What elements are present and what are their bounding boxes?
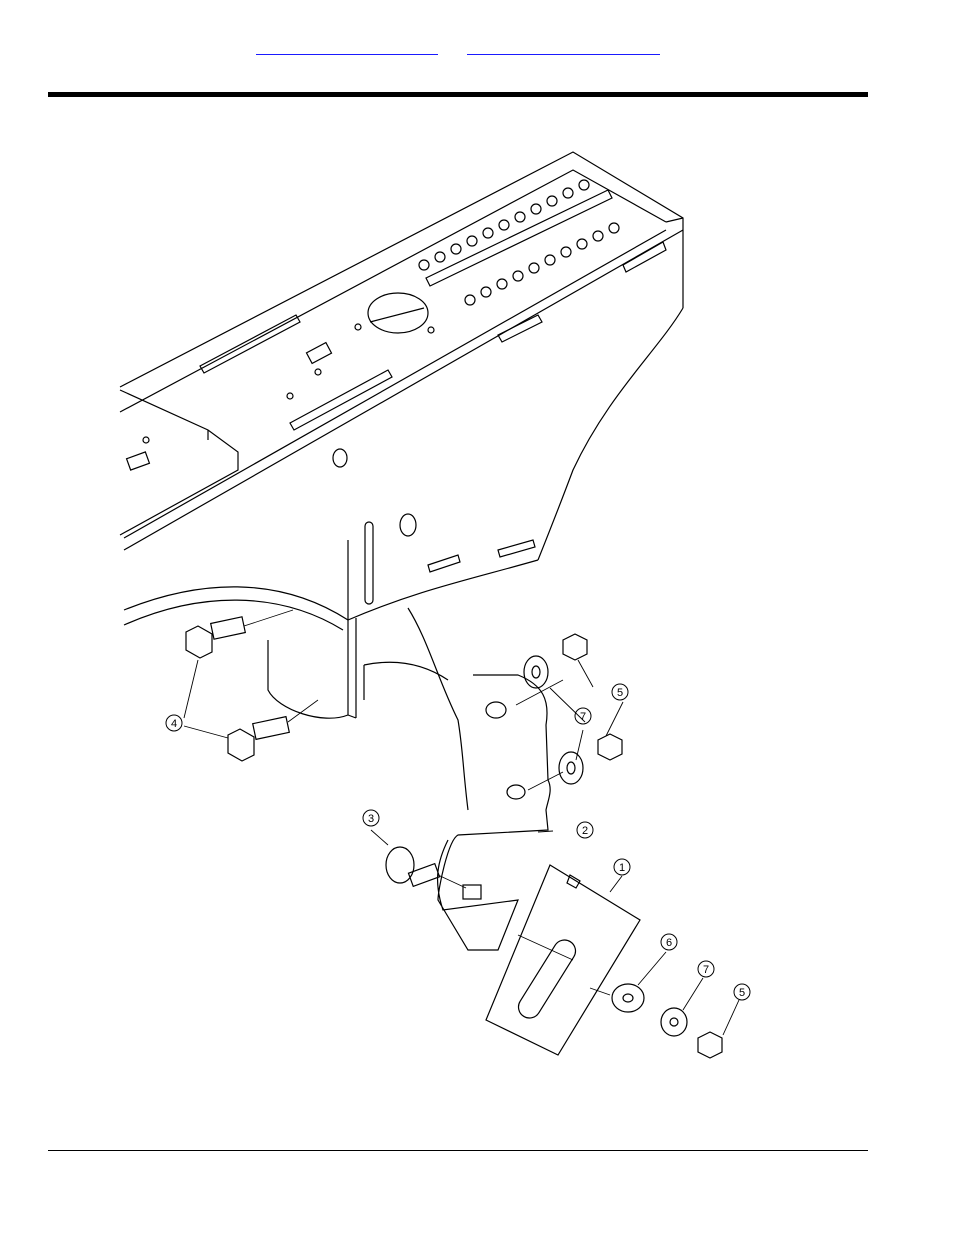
part-carriage-bolt — [386, 847, 440, 886]
footer-rule — [48, 1150, 868, 1151]
part-bracket — [438, 675, 551, 950]
parts-diagram-svg: 1 2 3 4 5 5 6 7 7 — [118, 140, 760, 1078]
callout-labels: 1 2 3 4 5 5 6 7 7 — [171, 687, 745, 999]
part-hex-bolts — [186, 617, 289, 761]
callout-leaders — [184, 660, 739, 1035]
parts-diagram: 1 2 3 4 5 5 6 7 7 — [118, 140, 760, 1078]
frame-tube — [120, 152, 683, 810]
callout-label: 3 — [368, 813, 374, 825]
header-rule — [48, 92, 868, 97]
callout-bubbles — [166, 684, 750, 1000]
callout-label: 2 — [582, 825, 588, 837]
callout-label: 5 — [617, 687, 623, 699]
callout-label: 5 — [739, 987, 745, 999]
header-link-2[interactable] — [467, 38, 660, 55]
callout-label: 7 — [580, 711, 586, 723]
callout-label: 4 — [171, 718, 177, 730]
callout-label: 6 — [666, 937, 672, 949]
part-nuts — [563, 634, 722, 1058]
part-plate — [486, 865, 640, 1055]
frame-slots — [200, 190, 666, 604]
callout-label: 7 — [703, 964, 709, 976]
callout-label: 1 — [619, 862, 625, 874]
header-link-1[interactable] — [256, 38, 438, 55]
assembly-lines — [244, 610, 610, 995]
frame-holes — [287, 180, 619, 536]
part-washers — [524, 656, 687, 1036]
